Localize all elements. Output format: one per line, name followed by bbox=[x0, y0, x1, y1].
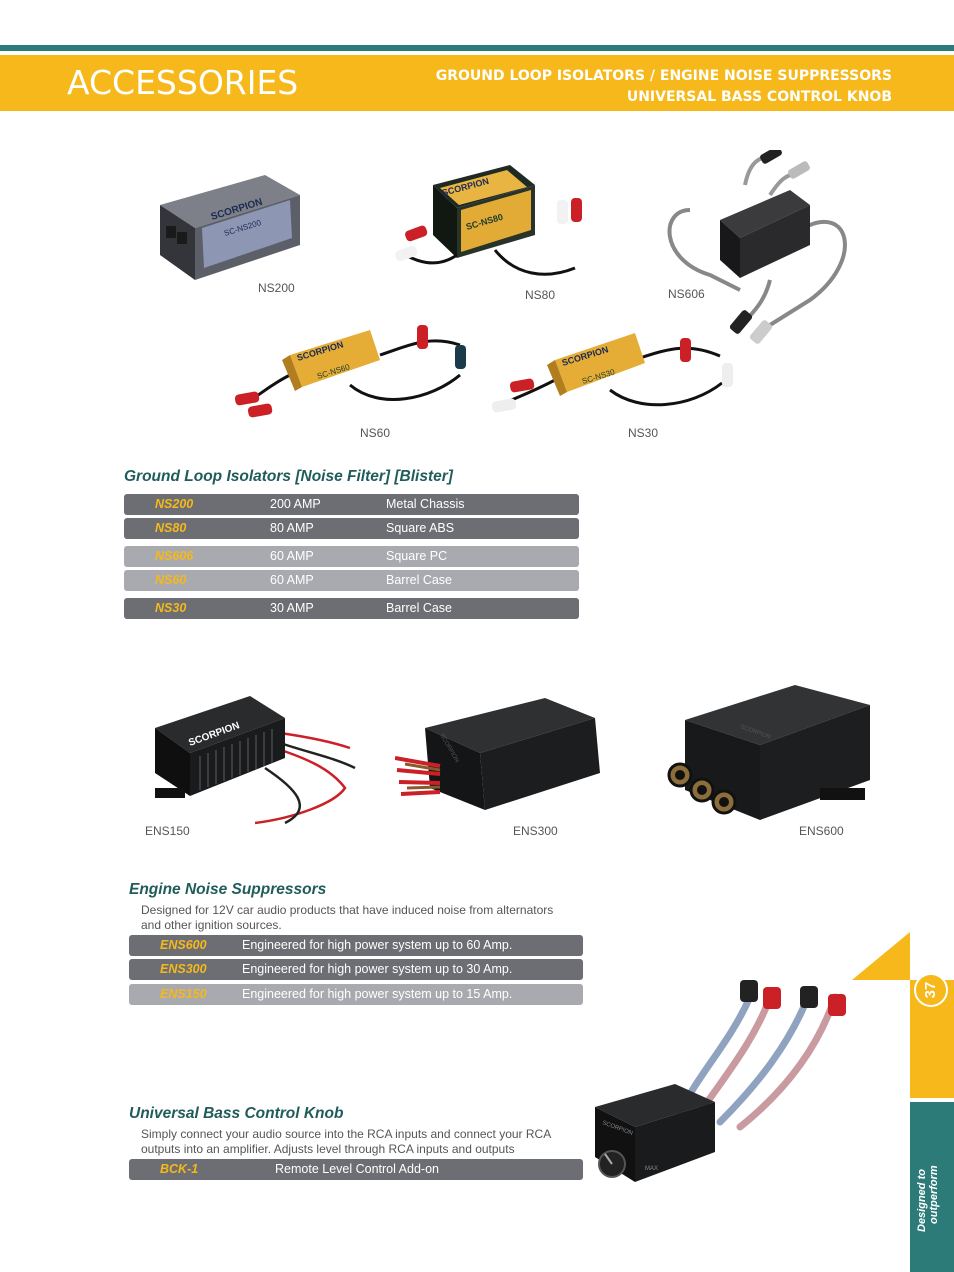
row-code: NS200 bbox=[155, 497, 194, 511]
row-amp: 200 AMP bbox=[270, 497, 321, 511]
engine-noise-desc-line-1: Designed for 12V car audio products that… bbox=[141, 903, 554, 917]
row-text: Engineered for high power system up to 3… bbox=[242, 962, 513, 976]
row-code: NS30 bbox=[155, 601, 187, 615]
header-teal-rule bbox=[0, 45, 954, 51]
bass-knob-desc-line-2: outputs into an amplifier. Adjusts level… bbox=[141, 1141, 515, 1156]
tagline-line-1: Designed to bbox=[916, 1169, 928, 1232]
row-text: Engineered for high power system up to 6… bbox=[242, 938, 513, 952]
row-type: Square ABS bbox=[386, 521, 455, 535]
engine-noise-desc-line-2: and other ignition sources. bbox=[141, 917, 282, 932]
tagline-line-2: outperform bbox=[928, 1165, 940, 1224]
page-number: 37 bbox=[922, 981, 939, 999]
side-tab-notch bbox=[852, 932, 910, 980]
ns60-product-image: SCORPION SC-NS60 bbox=[234, 325, 466, 418]
caption-ns60: NS60 bbox=[360, 426, 391, 440]
ens300-product-image: SCORPION bbox=[395, 698, 600, 810]
caption-ns200: NS200 bbox=[258, 281, 295, 295]
tagline: Designed to outperform bbox=[916, 1165, 940, 1232]
row-amp: 30 AMP bbox=[270, 601, 314, 615]
bass-knob-desc-line-1: Simply connect your audio source into th… bbox=[141, 1127, 552, 1141]
page-number-badge: 37 bbox=[914, 973, 948, 1007]
ns30-product-image: SCORPION SC-NS30 bbox=[491, 333, 733, 413]
ground-loop-row: NS30 30 AMP Barrel Case bbox=[124, 598, 579, 619]
engine-noise-row: ENS600 Engineered for high power system … bbox=[129, 935, 583, 956]
caption-ns80: NS80 bbox=[525, 288, 556, 302]
bck1-product-image: SCORPION MAX bbox=[595, 980, 846, 1182]
caption-ens600: ENS600 bbox=[799, 824, 844, 838]
caption-ens150: ENS150 bbox=[145, 824, 190, 838]
page-title: ACCESSORIES bbox=[67, 63, 299, 102]
engine-noise-title: Engine Noise Suppressors bbox=[129, 881, 327, 898]
header-banner bbox=[0, 55, 954, 111]
row-code: BCK-1 bbox=[160, 1162, 199, 1176]
engine-noise-description: Designed for 12V car audio products that… bbox=[141, 903, 553, 932]
engine-noise-row: ENS150 Engineered for high power system … bbox=[129, 984, 583, 1005]
ns80-product-image: SCORPION SC-NS80 bbox=[395, 165, 582, 276]
ens150-product-image: SCORPION bbox=[155, 696, 356, 825]
ens600-product-image: SCORPION bbox=[667, 685, 870, 820]
row-type: Barrel Case bbox=[386, 573, 452, 587]
subtitle-line-2: UNIVERSAL BASS CONTROL KNOB bbox=[626, 89, 892, 105]
ground-loop-row: NS60 60 AMP Barrel Case bbox=[124, 570, 579, 591]
row-code: NS80 bbox=[155, 521, 187, 535]
side-tab-teal bbox=[910, 1102, 954, 1272]
row-amp: 60 AMP bbox=[270, 573, 314, 587]
row-type: Metal Chassis bbox=[386, 497, 465, 511]
ground-loop-row: NS80 80 AMP Square ABS bbox=[124, 518, 579, 539]
row-code: NS606 bbox=[155, 549, 194, 563]
row-code: ENS150 bbox=[160, 987, 207, 1001]
row-text: Remote Level Control Add-on bbox=[275, 1162, 439, 1176]
caption-ns30: NS30 bbox=[628, 426, 659, 440]
ground-loop-title: Ground Loop Isolators [Noise Filter] [Bl… bbox=[124, 468, 453, 485]
row-type: Square PC bbox=[386, 549, 448, 563]
page-subtitle: GROUND LOOP ISOLATORS / ENGINE NOISE SUP… bbox=[436, 66, 892, 108]
ground-loop-row: NS200 200 AMP Metal Chassis bbox=[124, 494, 579, 515]
row-type: Barrel Case bbox=[386, 601, 452, 615]
bck1-max-label: MAX bbox=[645, 1166, 658, 1172]
caption-ns606: NS606 bbox=[668, 287, 705, 301]
row-code: NS60 bbox=[155, 573, 187, 587]
engine-noise-row: ENS300 Engineered for high power system … bbox=[129, 959, 583, 980]
ns200-product-image: SCORPION SC-NS200 bbox=[160, 175, 300, 280]
bass-knob-row: BCK-1 Remote Level Control Add-on bbox=[129, 1159, 583, 1180]
row-code: ENS600 bbox=[160, 938, 207, 952]
bass-knob-description: Simply connect your audio source into th… bbox=[141, 1127, 551, 1156]
subtitle-line-1: GROUND LOOP ISOLATORS / ENGINE NOISE SUP… bbox=[435, 68, 892, 84]
bass-knob-title: Universal Bass Control Knob bbox=[129, 1105, 344, 1122]
row-code: ENS300 bbox=[160, 962, 207, 976]
ns606-product-image bbox=[667, 150, 847, 344]
ground-loop-row: NS606 60 AMP Square PC bbox=[124, 546, 579, 567]
row-amp: 80 AMP bbox=[270, 521, 314, 535]
row-text: Engineered for high power system up to 1… bbox=[242, 987, 513, 1001]
row-amp: 60 AMP bbox=[270, 549, 314, 563]
caption-ens300: ENS300 bbox=[513, 824, 558, 838]
